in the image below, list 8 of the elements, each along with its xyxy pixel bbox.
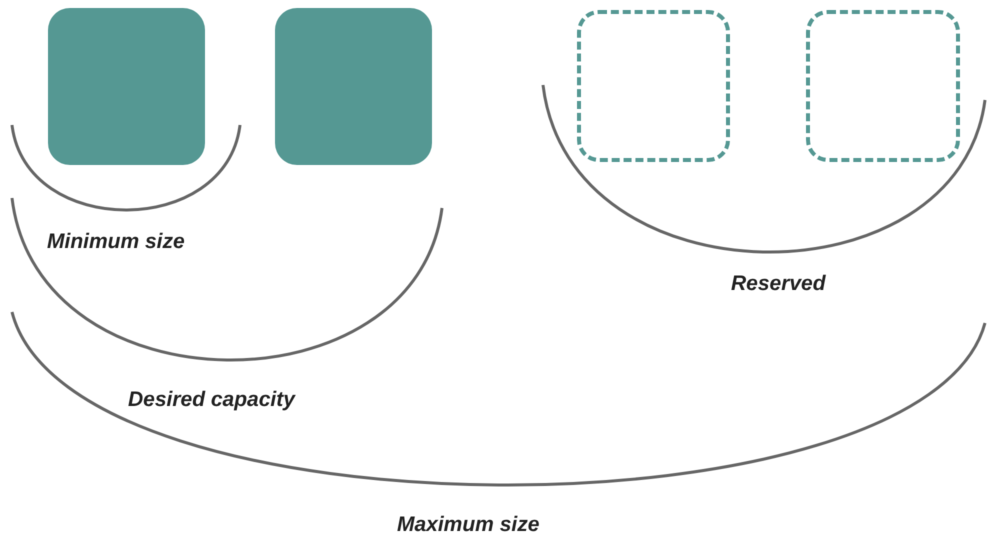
dashed-rounded-square <box>577 10 730 162</box>
dashed-rounded-square <box>806 10 960 162</box>
rounded-square <box>48 8 205 165</box>
bracket-label: Reserved <box>731 271 826 296</box>
bracket-label: Minimum size <box>47 229 185 254</box>
rounded-square <box>275 8 432 165</box>
bracket-label: Desired capacity <box>128 387 295 412</box>
bracket-label: Maximum size <box>397 512 540 538</box>
